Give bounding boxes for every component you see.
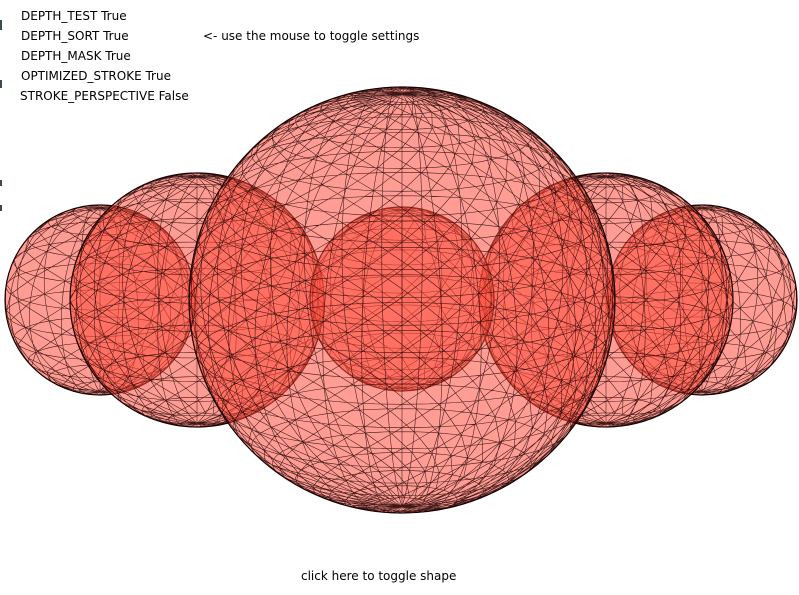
setting-optimized-stroke[interactable]: OPTIMIZED_STROKE True [21, 69, 171, 83]
toggle-shape-button[interactable]: click here to toggle shape [301, 569, 457, 583]
window-edge-marks [0, 0, 2, 220]
setting-depth-test[interactable]: DEPTH_TEST True [21, 9, 127, 23]
settings-hint: <- use the mouse to toggle settings [203, 29, 420, 43]
setting-depth-mask[interactable]: DEPTH_MASK True [21, 49, 131, 63]
sphere-front [188, 86, 616, 514]
setting-stroke-perspective[interactable]: STROKE_PERSPECTIVE False [20, 89, 189, 103]
sphere-front-wireframe [188, 86, 616, 514]
setting-depth-sort[interactable]: DEPTH_SORT True [21, 29, 129, 43]
